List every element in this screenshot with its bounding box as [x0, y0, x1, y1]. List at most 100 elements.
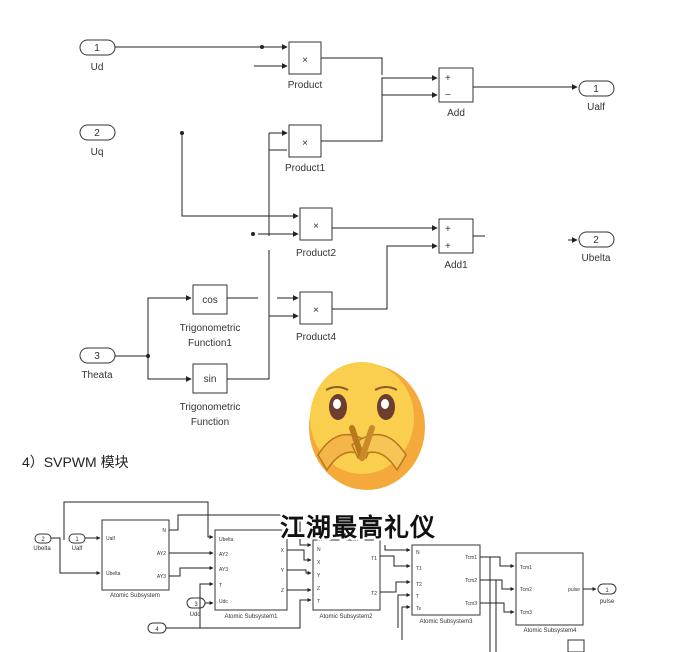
trig-sin-fn: sin — [204, 374, 217, 385]
bottom-outport-pulse-number: 1 — [605, 588, 609, 594]
atomic-subsystem4-in-tcm3: Tcm3 — [520, 610, 532, 616]
bottom-outport-pulse[interactable]: 1 pulse — [597, 583, 617, 605]
bottom-inport-ubelta-label: Ubelta — [33, 546, 51, 552]
atomic-subsystem4-in-tcm2: Tcm2 — [520, 587, 532, 593]
inport-uq[interactable]: 2 Uq — [79, 124, 116, 158]
inport-ud[interactable]: 1 Ud — [79, 39, 116, 73]
product4-block[interactable]: × Product4 — [296, 291, 336, 343]
atomic-subsystem-out-ay2: AY2 — [157, 551, 166, 557]
atomic-subsystem2-out-t1: T1 — [371, 556, 377, 562]
svpwm-caption: 4）SVPWM 模块 — [22, 454, 129, 470]
inport-theata-label: Theata — [81, 370, 113, 381]
product-symbol: × — [302, 55, 308, 66]
add-label: Add — [447, 108, 465, 119]
outport-ualf-label: Ualf — [587, 102, 605, 113]
atomic-subsystem1-out-y: Y — [281, 568, 285, 574]
bottom-inport-ualf-label: Ualf — [72, 546, 83, 552]
atomic-subsystem4-out-pulse: pulse — [568, 587, 580, 593]
top-simulink-diagram: 1 Ud 2 Uq 3 Theata × Product × Product1 — [79, 39, 615, 428]
bottom-inport-ualf[interactable]: 1 Ualf — [68, 533, 86, 552]
bottom-inport-udc[interactable]: 3 Udc — [186, 597, 206, 618]
atomic-subsystem1-in-ubelta: Ubelta — [219, 537, 234, 543]
top-wires — [115, 44, 578, 382]
atomic-subsystem4[interactable]: Tcm1 Tcm2 Tcm3 pulse Atomic Subsystem4 — [515, 552, 584, 634]
atomic-subsystem-out-ay3: AY3 — [157, 574, 166, 580]
atomic-subsystem1-in-ay3: AY3 — [219, 567, 228, 573]
atomic-subsystem3-in-t: T — [416, 594, 419, 600]
add1-block[interactable]: + + Add1 — [438, 218, 474, 271]
atomic-subsystem2-in-z: Z — [317, 586, 320, 592]
product2-label: Product2 — [296, 248, 336, 259]
atomic-subsystem4-label: Atomic Subsystem4 — [523, 628, 577, 634]
inport-ud-label: Ud — [91, 62, 104, 73]
outport-ubelta[interactable]: 2 Ubelta — [578, 231, 615, 264]
product-label: Product — [288, 80, 323, 91]
product1-block[interactable]: × Product1 — [285, 124, 325, 174]
outport-ualf[interactable]: 1 Ualf — [578, 80, 615, 113]
add1-sign-bottom: + — [445, 241, 451, 252]
atomic-subsystem1-out-x: X — [281, 548, 285, 554]
atomic-subsystem2-out-t2: T2 — [371, 591, 377, 597]
product4-symbol: × — [313, 305, 319, 316]
trig-sin-block[interactable]: sin Trigonometric Function — [180, 363, 241, 428]
bottom-outport-pulse-label: pulse — [600, 599, 615, 605]
inport-theata-number: 3 — [94, 351, 100, 362]
atomic-subsystem3[interactable]: N T1 T2 T Ts Tcm1 Tcm2 Tcm3 Atomic Subsy… — [411, 544, 481, 625]
trig-cos-label1: Trigonometric — [180, 323, 241, 334]
atomic-subsystem2[interactable]: N X Y Z T T1 T2 Atomic Subsystem2 — [312, 539, 381, 620]
atomic-subsystem1-in-ay2: AY2 — [219, 552, 228, 558]
inport-uq-number: 2 — [94, 128, 100, 139]
atomic-subsystem1[interactable]: Ubelta AY2 AY3 T Udc X Y Z Atomic Subsys… — [214, 529, 288, 620]
inport-ud-number: 1 — [94, 43, 100, 54]
atomic-subsystem2-in-n: N — [317, 547, 321, 553]
bottom-inport-ualf-number: 1 — [75, 537, 79, 543]
add-block[interactable]: + − Add — [438, 67, 474, 119]
atomic-subsystem4-in-tcm1: Tcm1 — [520, 565, 532, 571]
outport-ualf-number: 1 — [593, 84, 599, 95]
bottom-inport-ubelta[interactable]: 2 Ubelta — [33, 533, 52, 552]
bottom-inport-4[interactable]: 4 — [147, 622, 167, 634]
bottom-inport-4-number: 4 — [155, 627, 159, 633]
inport-theata[interactable]: 3 Theata — [79, 347, 116, 381]
atomic-subsystem-label: Atomic Subsystem — [110, 593, 160, 599]
trig-cos-label2: Function1 — [188, 338, 232, 349]
trig-sin-label1: Trigonometric — [180, 402, 241, 413]
atomic-subsystem2-in-y: Y — [317, 573, 321, 579]
add1-sign-top: + — [445, 224, 451, 235]
atomic-subsystem3-in-t1: T1 — [416, 566, 422, 572]
atomic-subsystem2-label: Atomic Subsystem2 — [319, 614, 373, 620]
atomic-subsystem3-label: Atomic Subsystem3 — [419, 619, 473, 625]
product2-symbol: × — [313, 221, 319, 232]
atomic-subsystem3-in-ts: Ts — [416, 606, 422, 612]
atomic-subsystem3-out-tcm1: Tcm1 — [465, 555, 477, 561]
atomic-subsystem3-out-tcm2: Tcm2 — [465, 578, 477, 584]
face-emoji-icon — [309, 362, 425, 490]
atomic-subsystem2-in-x: X — [317, 560, 321, 566]
inport-uq-label: Uq — [91, 147, 104, 158]
add1-label: Add1 — [444, 260, 468, 271]
atomic-subsystem-in-ubelta: Ubelta — [106, 571, 121, 577]
atomic-subsystem2-in-t: T — [317, 599, 320, 605]
product-block[interactable]: × Product — [288, 41, 323, 91]
emoji-sticker — [309, 362, 425, 490]
product4-label: Product4 — [296, 332, 336, 343]
atomic-subsystem3-in-n: N — [416, 550, 420, 556]
trig-cos-block[interactable]: cos Trigonometric Function1 — [180, 284, 241, 349]
atomic-subsystem1-in-udc: Udc — [219, 599, 228, 605]
atomic-subsystem[interactable]: Ualf Ubelta N AY2 AY3 Atomic Subsystem — [101, 519, 170, 599]
atomic-subsystem3-out-tcm3: Tcm3 — [465, 601, 477, 607]
bottom-inport-udc-label: Udc — [190, 612, 201, 618]
atomic-subsystem1-label: Atomic Subsystem1 — [224, 614, 278, 620]
atomic-subsystem-out-n: N — [162, 528, 166, 534]
atomic-subsystem1-out-z: Z — [281, 588, 284, 594]
bottom-inport-ubelta-number: 2 — [41, 537, 45, 543]
product2-block[interactable]: × Product2 — [296, 207, 336, 259]
atomic-subsystem1-in-t: T — [219, 583, 222, 589]
product1-label: Product1 — [285, 163, 325, 174]
atomic-subsystem3-in-t2: T2 — [416, 582, 422, 588]
add-sign-bottom: − — [445, 90, 451, 101]
bottom-wires — [51, 501, 597, 652]
add-sign-top: + — [445, 73, 451, 84]
outport-ubelta-label: Ubelta — [582, 253, 611, 264]
